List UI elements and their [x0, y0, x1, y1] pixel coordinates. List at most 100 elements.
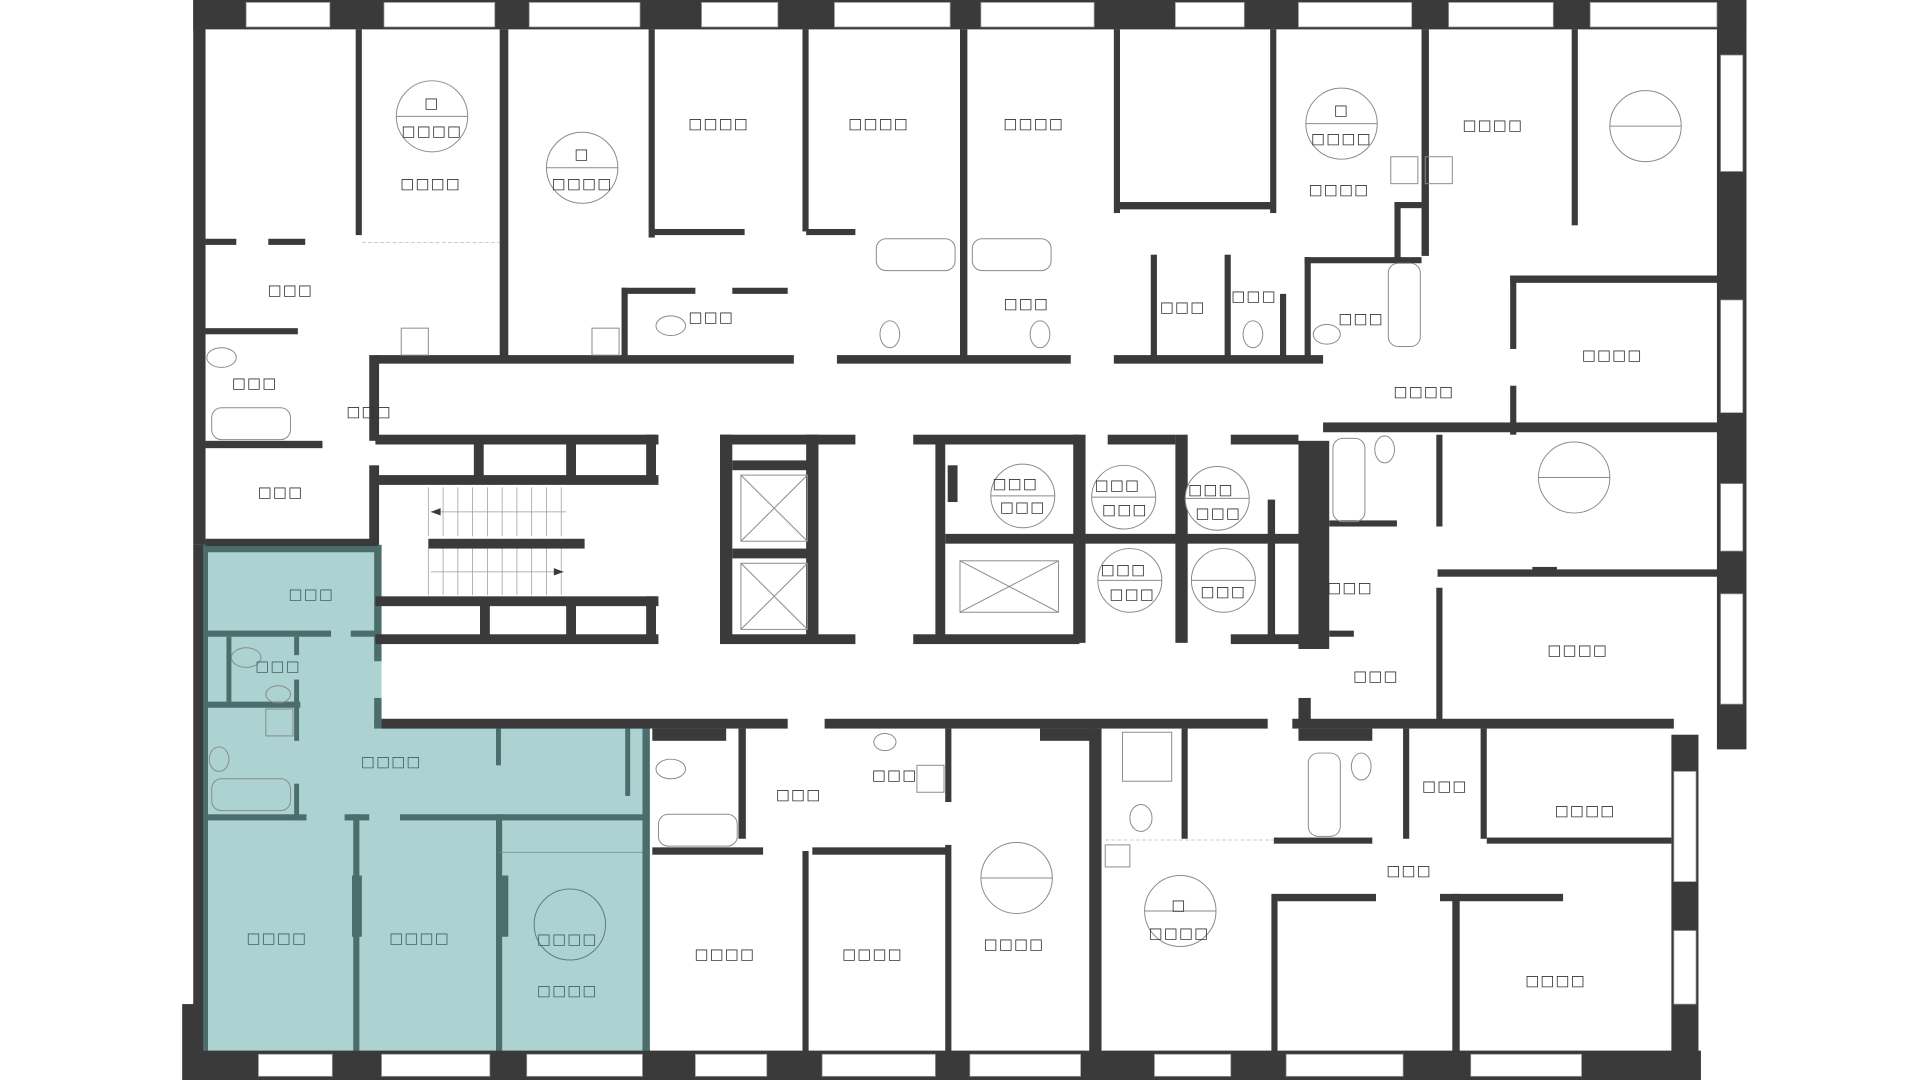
- interior-wall: [1292, 718, 1674, 729]
- interior-wall: [375, 634, 659, 645]
- toilet-icon: [655, 758, 687, 780]
- elevator-icon: [959, 560, 1059, 613]
- interior-wall: [913, 434, 1080, 445]
- interior-wall: [1267, 499, 1276, 637]
- room-label: □□□□: [848, 116, 909, 133]
- room-label: □□□: [1160, 299, 1206, 316]
- interior-wall: [1107, 434, 1176, 445]
- interior-wall: [738, 728, 746, 839]
- interior-wall: [566, 440, 576, 478]
- room-label: □□□: [872, 767, 918, 784]
- interior-wall: [205, 538, 378, 547]
- bathtub-icon: [1387, 262, 1421, 348]
- tables: [395, 80, 1682, 948]
- bathtub-icon: [971, 238, 1052, 272]
- sink-icon: [1424, 156, 1453, 185]
- room-label: □□□: [1102, 501, 1148, 518]
- room-label: □□□: [1231, 288, 1277, 305]
- window: [980, 2, 1095, 28]
- interior-wall: [473, 440, 484, 478]
- room-label: □□□□: [984, 936, 1045, 953]
- interior-wall: [1230, 434, 1299, 445]
- window: [383, 2, 496, 28]
- interior-wall: [369, 355, 380, 441]
- room-label: □□□□: [1525, 973, 1586, 990]
- room-label: □□□: [1000, 499, 1046, 516]
- window: [1720, 54, 1744, 172]
- interior-wall: [720, 634, 856, 645]
- window: [1175, 2, 1245, 28]
- interior-wall: [1437, 569, 1721, 577]
- interior-wall: [720, 434, 856, 445]
- interior-wall: [1436, 587, 1443, 723]
- sink-icon: [1104, 844, 1131, 868]
- interior-wall: [1403, 728, 1410, 839]
- bathtub-icon: [875, 238, 956, 272]
- room-label: □□□: [1101, 561, 1147, 578]
- interior-wall: [960, 29, 968, 360]
- interior-wall: [1270, 29, 1277, 214]
- elevator-icon: [740, 562, 808, 630]
- room-label: □□□: [289, 586, 335, 603]
- interior-wall: [652, 228, 745, 236]
- apartment-wall: [294, 783, 300, 821]
- interior-wall: [428, 538, 585, 549]
- window: [1720, 299, 1744, 414]
- window: [245, 2, 331, 28]
- interior-wall: [732, 460, 813, 471]
- interior-wall: [648, 29, 655, 238]
- elevator-cross: [959, 560, 1059, 613]
- interior-wall: [1510, 275, 1720, 283]
- interior-wall: [1323, 422, 1724, 433]
- room-label: □□□: [993, 476, 1039, 493]
- window: [695, 1053, 768, 1077]
- interior-wall: [375, 355, 794, 364]
- room-label: □□□□: [537, 983, 598, 1000]
- room-label: □□□□: [361, 754, 422, 771]
- apartment-wall: [200, 544, 208, 1061]
- interior-wall: [1040, 728, 1096, 741]
- interior-wall: [1181, 728, 1188, 839]
- apartment-wall: [498, 875, 509, 937]
- toilet-icon: [873, 732, 897, 752]
- apartment-wall: [294, 636, 300, 656]
- room-label: □: [1334, 102, 1349, 119]
- interior-wall: [480, 600, 490, 637]
- room-label: □□□: [268, 282, 314, 299]
- apartment-wall: [208, 814, 307, 821]
- room-label: □□□: [1353, 668, 1399, 685]
- window: [1448, 2, 1554, 28]
- sink-icon: [1390, 156, 1419, 185]
- interior-walls: [205, 29, 1724, 1054]
- room-label: □□□□: [400, 176, 461, 193]
- interior-wall: [1277, 893, 1376, 902]
- window: [1589, 2, 1718, 28]
- room-label: □□□: [1196, 505, 1242, 522]
- interior-wall: [1280, 293, 1287, 362]
- outer-wall: [193, 544, 204, 1060]
- arrow-right-icon: [553, 568, 564, 576]
- interior-wall: [621, 287, 696, 294]
- interior-wall: [732, 548, 813, 559]
- apartment-wall: [200, 544, 382, 553]
- room-label: □□□: [1386, 863, 1432, 880]
- windows: [245, 2, 1744, 1077]
- room-label: □□□: [232, 375, 278, 392]
- interior-wall: [836, 355, 1071, 364]
- window: [821, 1053, 936, 1077]
- window: [1720, 593, 1744, 705]
- interior-wall: [802, 851, 809, 1054]
- interior-wall: [646, 596, 656, 643]
- washer-icon: [265, 708, 294, 737]
- room-label: □□□□: [402, 123, 463, 140]
- interior-wall: [1224, 254, 1231, 359]
- room-labels: □□□□□□□□□□□□□□□□□□□□□□□□□□□□□□□□□□□□□□□□…: [232, 95, 1641, 990]
- window: [1470, 1053, 1582, 1077]
- room-label: □□□□: [1003, 116, 1064, 133]
- apartment-wall: [226, 636, 232, 702]
- room-label: □□□□: [842, 946, 903, 963]
- interior-wall: [1298, 728, 1373, 741]
- room-label: □□□: [1004, 296, 1050, 313]
- room-label: □□□□: [1309, 182, 1370, 199]
- room-label: □□□□: [1463, 117, 1524, 134]
